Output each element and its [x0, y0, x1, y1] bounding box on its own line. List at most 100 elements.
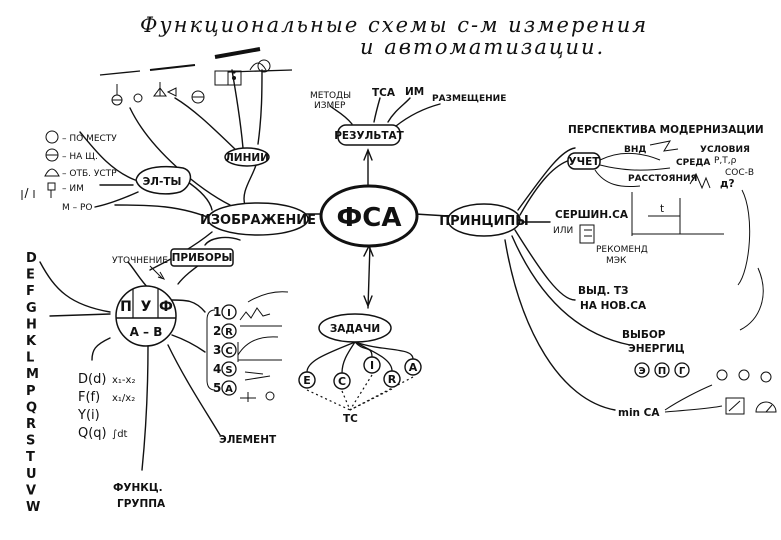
formulas: D(d)x₁-x₂F(f)x₁/x₂Y(i)Q(q)∫dt [77, 372, 135, 441]
letter-D: D [26, 251, 37, 266]
perspective-label: ПЕРСПЕКТИВА МОДЕРНИЗАЦИИ [568, 124, 764, 136]
formula-1: F(f) [78, 390, 100, 405]
image-node[interactable] [207, 202, 309, 236]
letter-V: V [26, 483, 36, 498]
numbered-circle-3 [221, 342, 237, 358]
elements-legend: – ПО МЕСТУ – НА Щ. – ОТБ. УСТР – ИМ М – … [21, 130, 117, 213]
sredy-sub: СОС-В [725, 168, 754, 178]
meter-icon [725, 397, 745, 415]
tasks-dots-E [306, 389, 351, 411]
tasks-item-C[interactable] [333, 372, 351, 390]
numbered-circle-5 [221, 380, 237, 396]
vnd-label: ВНД [624, 145, 646, 155]
gauge-icon [755, 401, 777, 413]
legend-actuator: – ИМ [62, 184, 84, 194]
t-label: t [660, 203, 664, 215]
legend-tap: – ОТБ. УСТР [62, 169, 117, 179]
title-line-2: и автоматизации. [360, 35, 605, 59]
tasks-item-A[interactable] [404, 358, 422, 376]
device-f: Ф [159, 299, 173, 315]
func-group-2: ГРУППА [117, 498, 166, 510]
principles-node[interactable] [447, 203, 521, 237]
lamp-icon [716, 369, 728, 381]
numbered-letter-2: R [225, 327, 233, 338]
tasks-item-R[interactable] [383, 370, 401, 388]
numbered-letter-4: S [225, 365, 232, 376]
min-ca-icons [716, 369, 777, 415]
accounting-node[interactable] [567, 152, 601, 170]
result-placement: РАЗМЕЩЕНИЕ [432, 94, 506, 104]
actuator-icon [47, 182, 56, 191]
result-node[interactable] [337, 124, 401, 146]
numbered-index-4: 4 [213, 362, 221, 376]
energy-circle-0[interactable] [634, 362, 650, 378]
tasks-label: ЗАДАЧИ [330, 323, 380, 335]
letter-K: K [26, 334, 37, 349]
result-branch [329, 97, 441, 127]
tasks-dots-A [349, 376, 414, 411]
energy-circle-2[interactable] [674, 362, 690, 378]
lines-node[interactable] [224, 147, 270, 167]
conditions-sub: P,T,ρ [714, 156, 737, 166]
result-im: ИМ [405, 86, 424, 98]
letter-R: R [26, 417, 36, 432]
result-methods: МЕТОДЫ [310, 91, 351, 101]
numbered-index-1: 1 [213, 305, 221, 319]
local-icon [45, 130, 59, 144]
tasks-link-E [306, 341, 356, 373]
formula-right-0: x₁-x₂ [112, 375, 135, 386]
letter-F: F [26, 284, 35, 299]
tasks-letter-I: I [370, 359, 374, 372]
legend-local: – ПО МЕСТУ [62, 134, 117, 144]
tasks-dots-R [349, 388, 393, 411]
tasks-item-E[interactable] [298, 371, 316, 389]
lines-label: ЛИНИИ [225, 152, 269, 164]
energy-letter-1: П [658, 366, 666, 377]
device-circle[interactable] [115, 285, 177, 347]
sredy-label: СРЕДА [676, 158, 710, 168]
lines-branch [174, 69, 263, 151]
elements-node[interactable] [135, 165, 192, 195]
principles-branch [504, 147, 631, 411]
tasks-tc: ТС [343, 413, 358, 425]
element-label: ЭЛЕМЕНТ [219, 434, 277, 446]
letter-T: T [26, 450, 35, 465]
principles-label: ПРИНЦИПЫ [439, 214, 528, 229]
tasks-letter-C: C [338, 375, 346, 388]
image-branch [114, 107, 259, 271]
formula-right-1: x₁/x₂ [112, 393, 135, 404]
letter-S: S [26, 434, 35, 449]
energy-circle-1[interactable] [654, 362, 670, 378]
min-ca-label: min СА [618, 407, 660, 419]
tasks-item-I[interactable] [363, 356, 381, 374]
numbered-circle-1 [221, 304, 237, 320]
letter-H: H [26, 317, 37, 332]
letter-U: U [26, 467, 37, 482]
tasks-dots-C [341, 390, 351, 411]
d-label: д? [720, 178, 735, 190]
legend-panel: – НА Щ. [62, 152, 98, 162]
center-node[interactable] [319, 184, 419, 248]
center-label: ФСА [337, 203, 402, 233]
ili-label: ИЛИ [553, 226, 573, 236]
energy-letter-0: Э [638, 366, 645, 377]
result-tsa: ТСА [372, 87, 396, 99]
devices-node[interactable] [170, 248, 234, 267]
tap-icon [44, 168, 60, 177]
device-p: П [120, 299, 132, 315]
tasks-link-A [354, 341, 414, 360]
elements-label: ЭЛ-ТЫ [143, 176, 182, 188]
devices-label: ПРИБОРЫ [172, 252, 233, 264]
letters-connector [39, 261, 111, 313]
letter-M: M [26, 367, 39, 382]
choice-2: ЭНЕРГИЦ [628, 343, 685, 355]
numbered-index-2: 2 [213, 324, 221, 338]
accounting-label: УЧЕТ [569, 156, 601, 168]
document-icon [579, 224, 595, 244]
result-measure: ИЗМЕР [314, 101, 346, 111]
scribble-icon [649, 140, 679, 152]
numbered-index-5: 5 [213, 381, 221, 395]
tasks-letter-E: E [303, 374, 311, 387]
